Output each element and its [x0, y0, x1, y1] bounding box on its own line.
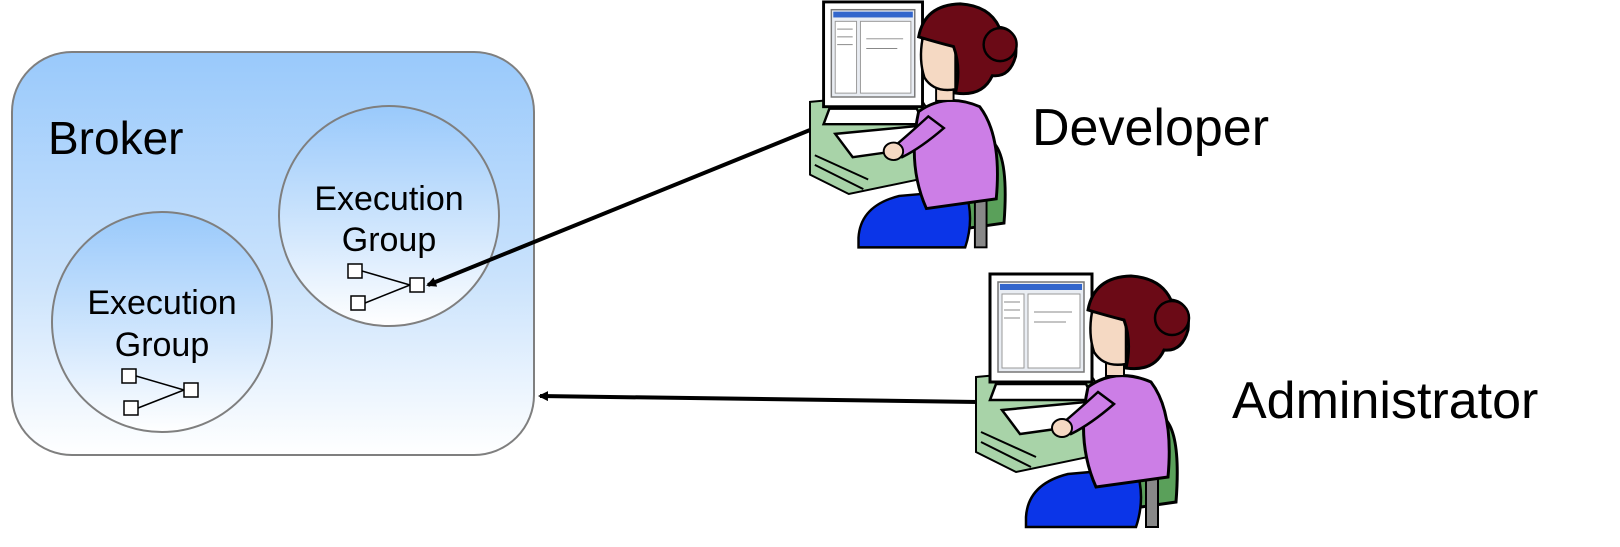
administrator-label: Administrator: [1232, 372, 1538, 430]
execution-group-lower-line2: Group: [115, 326, 210, 364]
message-flow-icon: [347, 263, 425, 311]
execution-group-lower: Execution Group: [51, 211, 273, 433]
execution-group-lower-line1: Execution: [87, 284, 236, 322]
broker-label: Broker: [48, 112, 183, 164]
developer-arrow: [426, 128, 811, 287]
execution-group-upper-line1: Execution: [314, 180, 463, 218]
message-flow-icon: [121, 368, 199, 416]
developer-figure: [808, 0, 1019, 249]
execution-group-upper-line2: Group: [342, 221, 437, 259]
developer-label: Developer: [1032, 99, 1269, 157]
administrator-arrow: [538, 391, 979, 404]
execution-group-upper: Execution Group: [278, 105, 500, 327]
administrator-figure: [974, 272, 1191, 529]
